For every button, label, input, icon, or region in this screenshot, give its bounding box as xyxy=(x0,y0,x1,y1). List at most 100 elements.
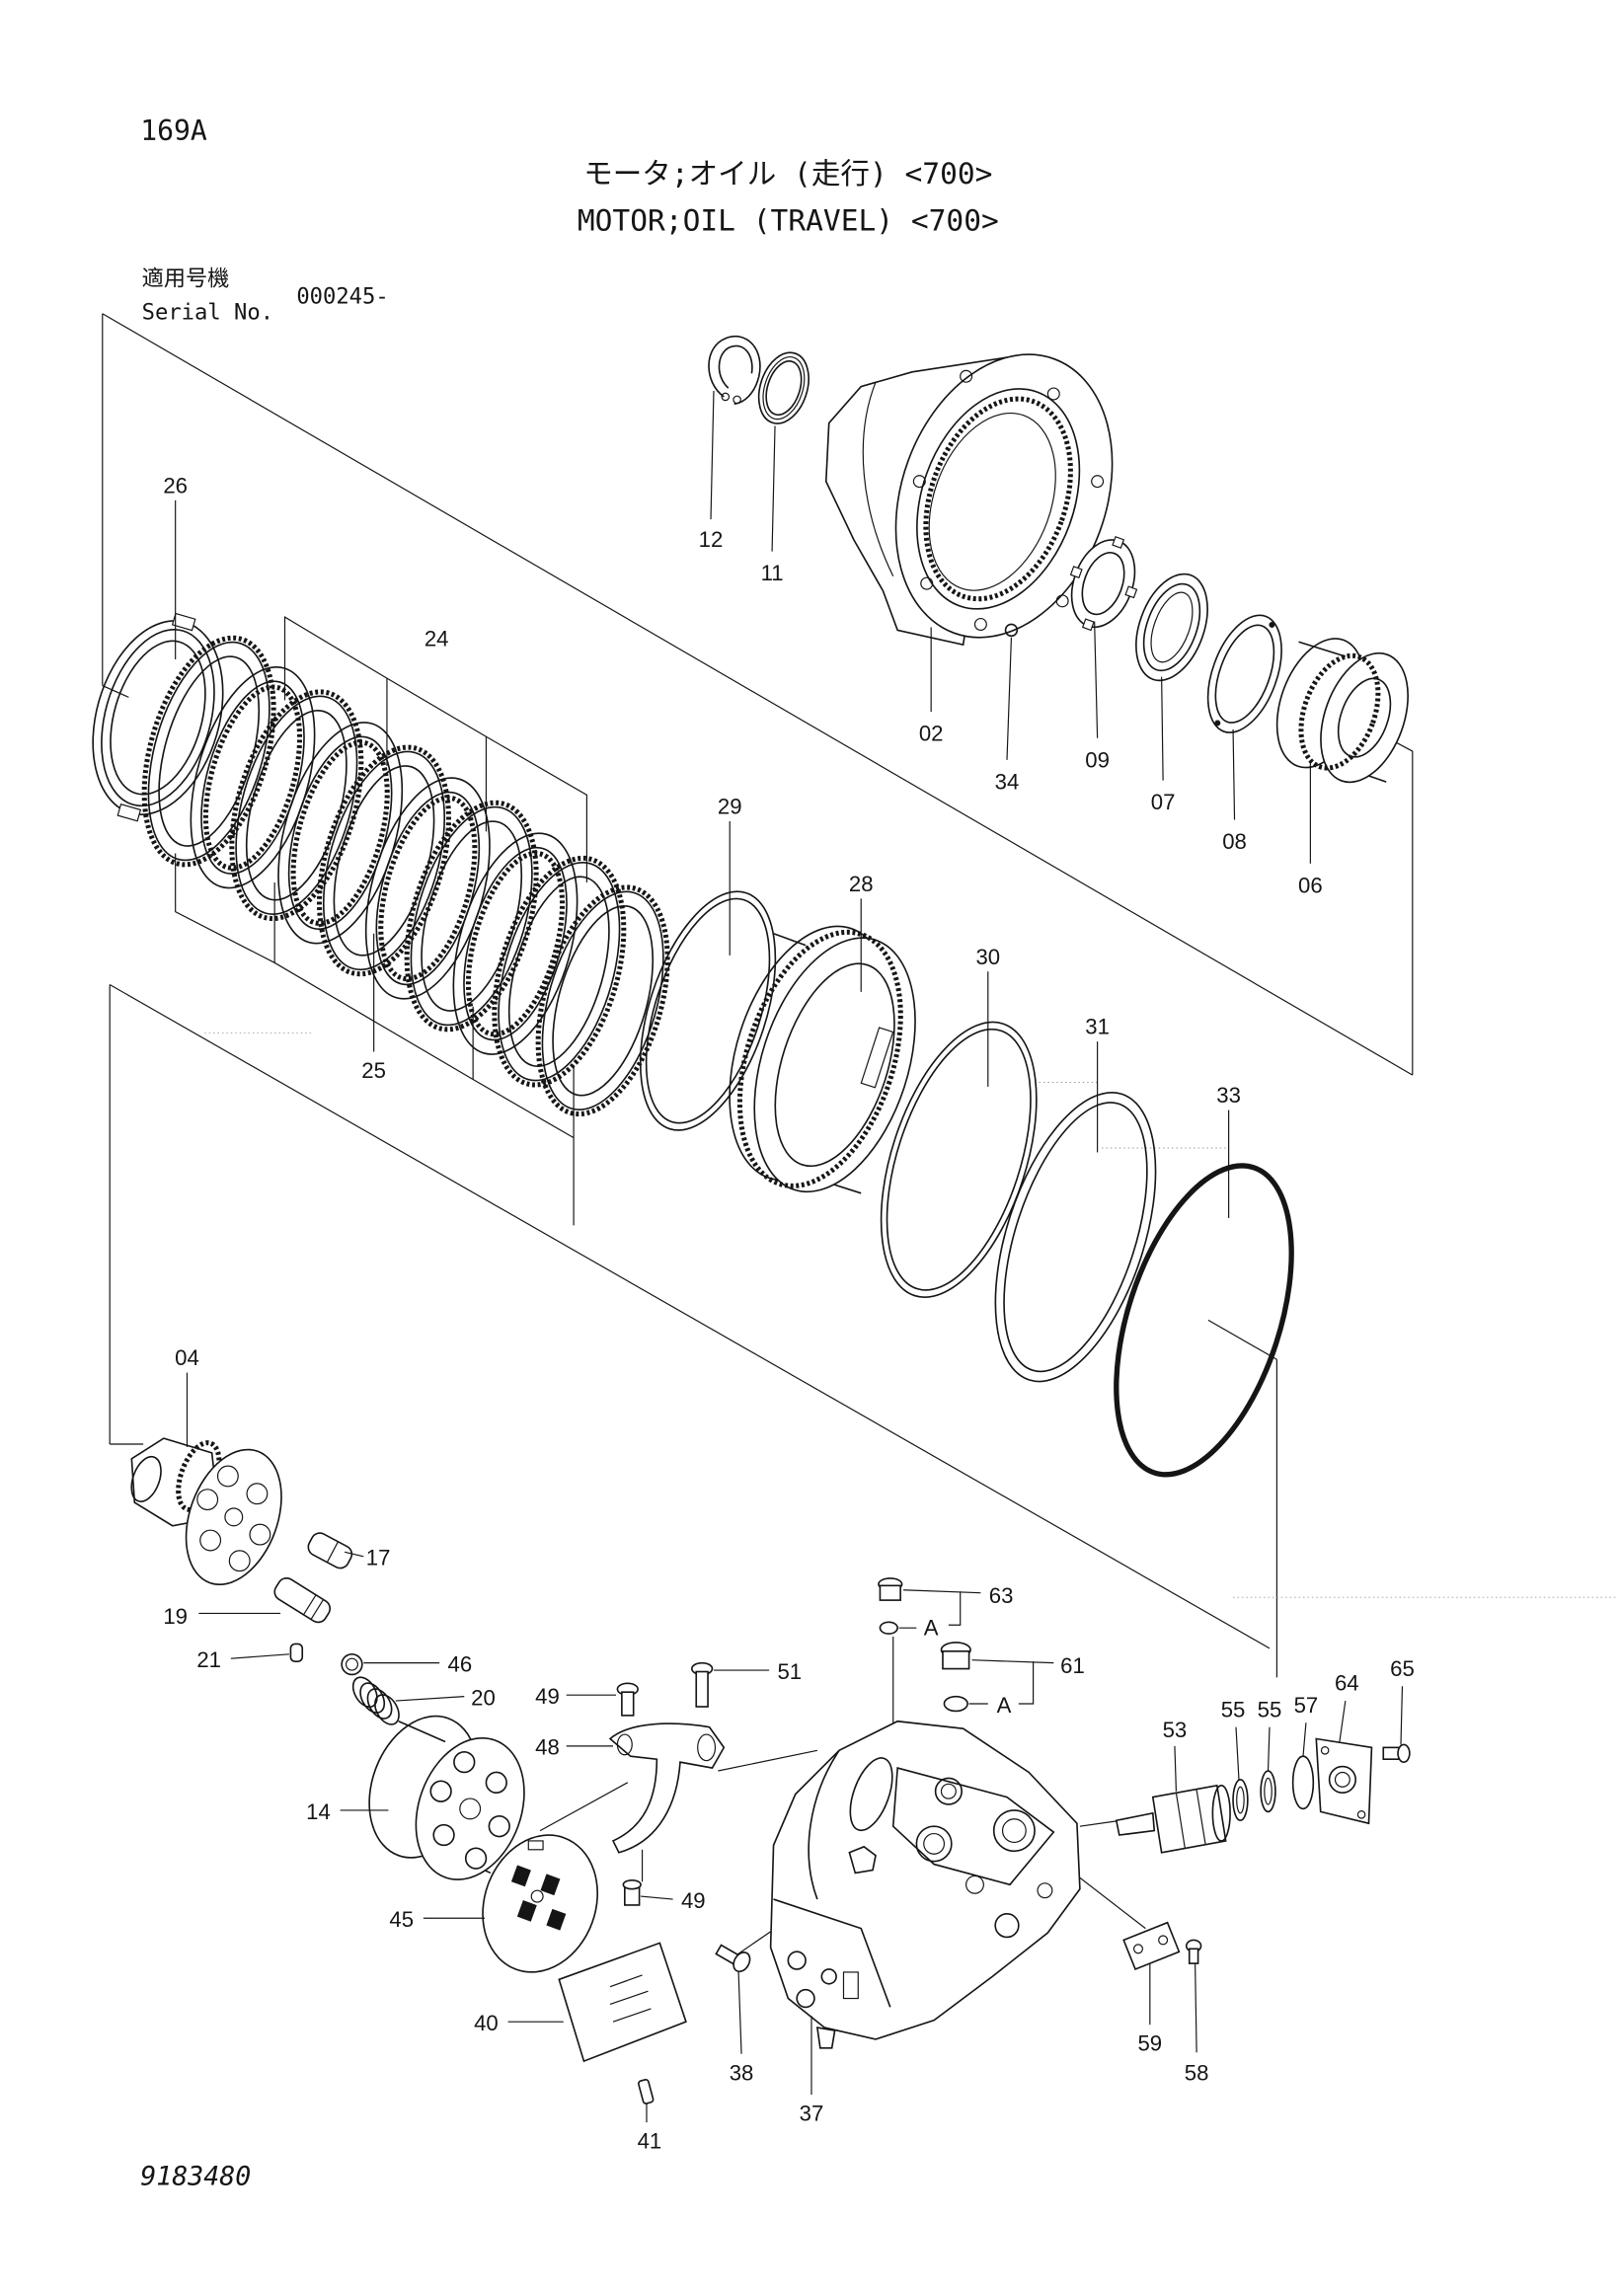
callout-48: 48 xyxy=(535,1735,560,1760)
serial-number: 000245- xyxy=(296,283,388,309)
part-37-housing xyxy=(769,1720,1081,2049)
callout-55-first: 55 xyxy=(1221,1697,1246,1722)
callout-12: 12 xyxy=(699,527,724,552)
callout-51: 51 xyxy=(777,1659,802,1684)
callout-45: 45 xyxy=(389,1907,414,1932)
callout-20: 20 xyxy=(471,1686,496,1711)
callout-07: 07 xyxy=(1151,790,1176,814)
part-57-o-ring xyxy=(1291,1755,1315,1810)
callout-38: 38 xyxy=(730,2060,754,2085)
part-46-ring xyxy=(341,1652,363,1676)
callout-02: 02 xyxy=(919,722,944,746)
callout-41: 41 xyxy=(638,2129,662,2154)
part-17-pin xyxy=(307,1532,353,1569)
part-58-bolt xyxy=(1185,1939,1202,1964)
callout-06: 06 xyxy=(1298,873,1323,897)
friction-disc xyxy=(452,832,579,1055)
part-06-bearing xyxy=(1275,638,1409,784)
part-63-plug xyxy=(878,1577,903,1635)
callout-30: 30 xyxy=(975,945,1000,969)
part-65-bolt xyxy=(1382,1743,1411,1763)
disc-stack xyxy=(141,635,670,1117)
callout-31: 31 xyxy=(1085,1015,1110,1039)
serial-label-japanese: 適用号機 xyxy=(142,267,230,292)
part-28-piston xyxy=(729,925,916,1194)
part-14-cylinder-block xyxy=(368,1715,525,1880)
part-19-pin xyxy=(273,1576,332,1624)
part-59-plate xyxy=(1122,1921,1181,1971)
part-45-valve-plate xyxy=(482,1834,599,1973)
separator-plate xyxy=(229,689,364,922)
friction-disc xyxy=(277,722,404,945)
separator-plate xyxy=(316,744,452,977)
callout-a-lower: A xyxy=(997,1693,1012,1718)
title-japanese: モータ;オイル (走行) <700> xyxy=(583,157,992,191)
part-48-swash-yoke xyxy=(608,1722,726,1854)
callout-09: 09 xyxy=(1085,747,1110,772)
callout-37: 37 xyxy=(800,2102,824,2126)
callout-65: 65 xyxy=(1390,1656,1415,1681)
callout-46: 46 xyxy=(448,1652,473,1677)
part-11-seal xyxy=(757,351,810,424)
part-51-bolt xyxy=(690,1661,714,1708)
callout-24: 24 xyxy=(424,627,449,651)
callout-61: 61 xyxy=(1060,1653,1085,1678)
part-07-bearing xyxy=(1135,573,1208,682)
part-29-ring xyxy=(639,890,777,1131)
part-31-ring xyxy=(994,1091,1157,1383)
callout-26: 26 xyxy=(163,473,188,497)
page-number: 169A xyxy=(140,115,207,147)
title-english: MOTOR;OIL (TRAVEL) <700> xyxy=(578,203,999,237)
part-26-ring xyxy=(92,612,224,822)
callout-28: 28 xyxy=(849,872,874,896)
callout-63: 63 xyxy=(989,1583,1014,1608)
callout-40: 40 xyxy=(474,2011,499,2035)
callout-25: 25 xyxy=(361,1058,386,1083)
serial-label: Serial No. xyxy=(142,300,273,326)
callout-59: 59 xyxy=(1137,2031,1162,2056)
part-34-o-ring xyxy=(1004,623,1019,638)
leader-lines xyxy=(175,391,1404,2123)
callout-49-lower: 49 xyxy=(681,1888,706,1913)
part-61-plug xyxy=(940,1642,971,1713)
part-53-valve xyxy=(1115,1784,1231,1854)
callout-64: 64 xyxy=(1335,1671,1359,1696)
callout-04: 04 xyxy=(175,1345,199,1370)
callout-14: 14 xyxy=(306,1799,331,1824)
part-04-shaft xyxy=(130,1437,282,1586)
part-40-plate xyxy=(558,1942,687,2063)
part-41-pin xyxy=(638,2079,655,2105)
callout-33: 33 xyxy=(1216,1083,1241,1108)
callout-34: 34 xyxy=(995,769,1020,794)
callout-29: 29 xyxy=(718,795,742,819)
part-55-ring-1 xyxy=(1232,1779,1249,1822)
part-09-lock-nut xyxy=(1069,536,1138,632)
callout-21: 21 xyxy=(196,1647,221,1672)
drawing-number: 9183480 xyxy=(140,2162,251,2192)
part-49-bolt-upper xyxy=(616,1682,639,1717)
separator-plate xyxy=(535,884,670,1117)
callout-17: 17 xyxy=(366,1546,391,1570)
part-30-ring xyxy=(880,1021,1038,1298)
part-12-circlip xyxy=(708,336,761,406)
part-64-cover xyxy=(1315,1737,1373,1825)
part-08-ring xyxy=(1206,614,1282,733)
callout-58: 58 xyxy=(1185,2060,1209,2085)
callout-57: 57 xyxy=(1294,1693,1319,1718)
callout-49-upper: 49 xyxy=(535,1684,560,1709)
part-55-ring-2 xyxy=(1260,1770,1276,1813)
callout-a-upper: A xyxy=(924,1616,939,1641)
callout-labels: 12 11 02 34 09 07 08 06 26 24 25 29 28 3… xyxy=(163,473,1414,2153)
part-33-o-ring xyxy=(1114,1163,1294,1478)
callout-53: 53 xyxy=(1163,1718,1188,1742)
callout-08: 08 xyxy=(1222,829,1247,854)
friction-disc xyxy=(364,777,491,1000)
part-49-bolt-lower xyxy=(622,1879,642,1906)
part-38-bolt xyxy=(715,1944,751,1973)
callout-11: 11 xyxy=(761,561,784,585)
callout-19: 19 xyxy=(163,1604,188,1629)
part-21-pin xyxy=(289,1643,304,1662)
callout-55-second: 55 xyxy=(1258,1697,1282,1722)
part-20-spring xyxy=(351,1676,400,1725)
